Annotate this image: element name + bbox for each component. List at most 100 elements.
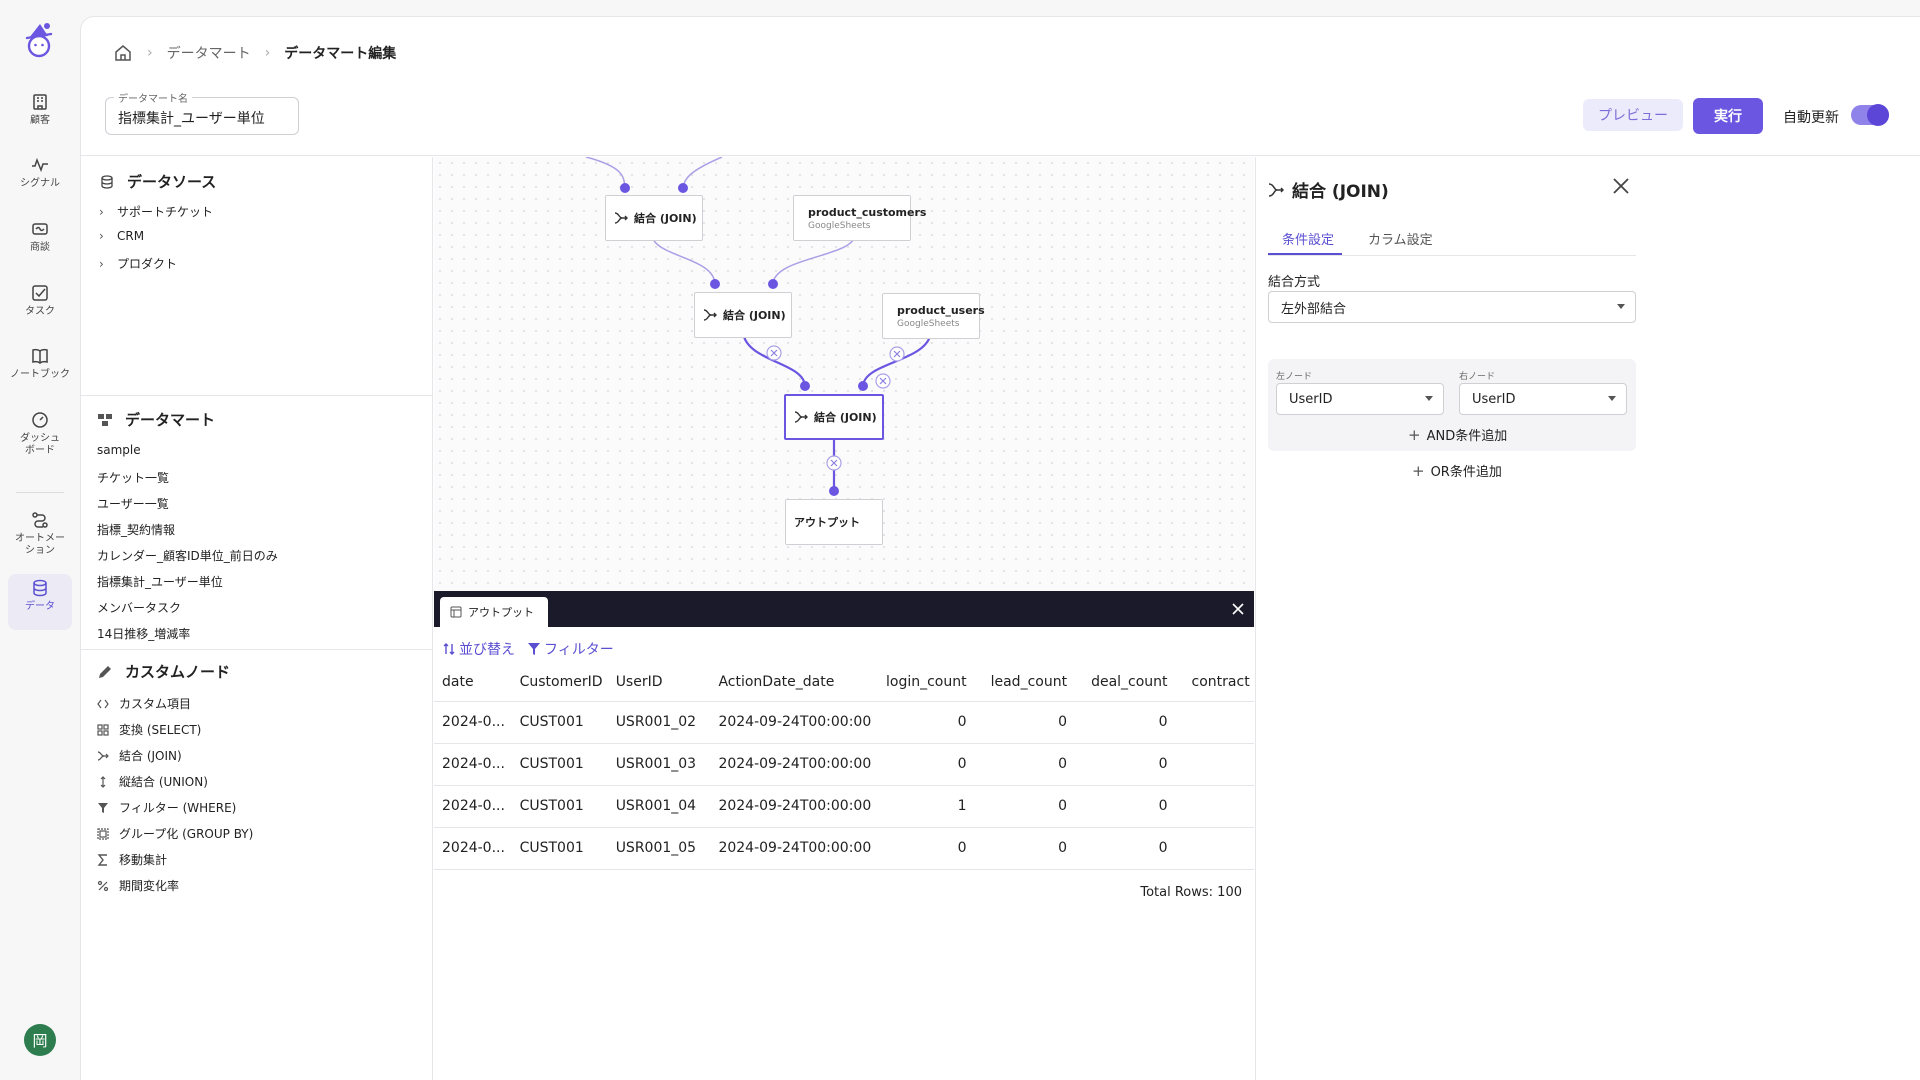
table-cell: 0 bbox=[1083, 785, 1184, 828]
breadcrumb-datamart[interactable]: データマート bbox=[166, 46, 251, 62]
custom-node-select[interactable]: 変換 (SELECT) bbox=[97, 721, 201, 738]
output-toolbar: 並び替え フィルター bbox=[442, 639, 614, 659]
app-logo[interactable] bbox=[21, 20, 59, 60]
table-cell bbox=[1183, 785, 1254, 828]
join-icon bbox=[1268, 182, 1284, 197]
custom-node-moving-aggregate[interactable]: 移動集計 bbox=[97, 851, 167, 868]
table-cell: USR001_02 bbox=[607, 701, 711, 744]
chevron-right-icon: › bbox=[99, 256, 104, 271]
column-header[interactable]: contract bbox=[1183, 663, 1254, 702]
book-icon bbox=[32, 348, 48, 364]
join-node-3-selected[interactable]: 結合 (JOIN) bbox=[784, 394, 884, 440]
table-cell: 0 bbox=[1083, 701, 1184, 744]
left-node-label: 左ノード bbox=[1276, 372, 1313, 382]
sort-button[interactable]: 並び替え bbox=[442, 639, 515, 659]
table-cell: 2024-0... bbox=[434, 743, 512, 786]
sidebar-item-tasks[interactable]: タスク bbox=[8, 279, 72, 322]
left-key-select[interactable]: UserID bbox=[1276, 383, 1444, 415]
datasource-item-crm[interactable]: ›CRM bbox=[99, 229, 145, 243]
custom-node-join[interactable]: 結合 (JOIN) bbox=[97, 747, 182, 764]
left-panel: データソース ›サポートチケット ›CRM ›プロダクト データマート samp… bbox=[81, 157, 433, 1080]
datamart-item[interactable]: 指標_契約情報 bbox=[97, 523, 176, 537]
datamart-item[interactable]: 14日推移_増減率 bbox=[97, 627, 191, 641]
datasource-item-product[interactable]: ›プロダクト bbox=[99, 256, 178, 272]
add-and-condition-button[interactable]: +AND条件追加 bbox=[1408, 425, 1508, 445]
sidebar-item-deals[interactable]: 商談 bbox=[8, 215, 72, 258]
column-header[interactable]: UserID bbox=[607, 663, 711, 702]
datasource-item-support-ticket[interactable]: ›サポートチケット bbox=[99, 204, 214, 220]
custom-node-custom-field[interactable]: カスタム項目 bbox=[97, 695, 191, 712]
custom-node-filter[interactable]: フィルター (WHERE) bbox=[97, 799, 236, 816]
join-type-select[interactable]: 左外部結合 bbox=[1268, 291, 1636, 323]
custom-node-period-change[interactable]: 期間変化率 bbox=[97, 877, 179, 894]
building-icon bbox=[33, 94, 47, 110]
filter-icon bbox=[98, 802, 108, 813]
datamart-name-field[interactable]: データマート名 指標集計_ユーザー単位 bbox=[105, 90, 299, 135]
table-cell: 2024-09-24T00:00:00 bbox=[710, 785, 878, 828]
close-icon[interactable] bbox=[1230, 601, 1246, 617]
datamart-item[interactable]: ユーザー一覧 bbox=[97, 497, 169, 511]
datamart-item[interactable]: メンバータスク bbox=[97, 601, 182, 615]
database-icon bbox=[33, 579, 47, 597]
auto-update-toggle[interactable] bbox=[1851, 104, 1889, 126]
right-key-select[interactable]: UserID bbox=[1459, 383, 1627, 415]
add-or-condition-button[interactable]: +OR条件追加 bbox=[1412, 461, 1502, 481]
run-button[interactable]: 実行 bbox=[1693, 98, 1763, 134]
table-cell: USR001_05 bbox=[607, 827, 711, 870]
datamart-item[interactable]: カレンダー_顧客ID単位_前日のみ bbox=[97, 549, 278, 563]
join-icon bbox=[794, 411, 808, 423]
column-header[interactable]: CustomerID bbox=[511, 663, 608, 702]
column-header[interactable]: login_count bbox=[877, 663, 983, 702]
database-icon bbox=[101, 174, 113, 189]
grid-icon bbox=[97, 723, 109, 736]
table-cell: 0 bbox=[982, 743, 1084, 786]
tab-conditions[interactable]: 条件設定 bbox=[1282, 233, 1335, 248]
column-header[interactable]: deal_count bbox=[1083, 663, 1184, 702]
tab-output[interactable]: アウトプット bbox=[440, 597, 548, 627]
column-header[interactable]: date bbox=[434, 663, 512, 702]
column-header[interactable]: lead_count bbox=[982, 663, 1084, 702]
percent-icon bbox=[97, 880, 109, 891]
sidebar-item-label: シグナル bbox=[20, 178, 60, 189]
custom-node-group-by[interactable]: グループ化 (GROUP BY) bbox=[97, 825, 253, 842]
auto-update-label: 自動更新 bbox=[1783, 110, 1839, 126]
datamart-item[interactable]: sample bbox=[97, 443, 141, 457]
join-node-2[interactable]: 結合 (JOIN) bbox=[694, 292, 792, 338]
sidebar-item-signals[interactable]: シグナル bbox=[8, 151, 72, 194]
chevron-right-icon: › bbox=[264, 45, 271, 61]
table-cell: 2024-09-24T00:00:00 bbox=[710, 743, 878, 786]
total-rows: Total Rows: 100 bbox=[1140, 885, 1242, 900]
union-icon bbox=[100, 775, 106, 788]
join-type-label: 結合方式 bbox=[1268, 275, 1321, 290]
filter-button[interactable]: フィルター bbox=[527, 639, 614, 659]
output-node[interactable]: アウトプット bbox=[785, 499, 883, 545]
sidebar-item-data[interactable]: データ bbox=[8, 574, 72, 630]
check-square-icon bbox=[32, 285, 48, 301]
avatar[interactable]: 岡 bbox=[24, 1024, 56, 1056]
table-cell: 0 bbox=[1083, 743, 1184, 786]
close-icon[interactable] bbox=[1612, 177, 1630, 195]
table-cell: CUST001 bbox=[511, 743, 608, 786]
pencil-icon bbox=[99, 665, 111, 678]
custom-node-union[interactable]: 縦結合 (UNION) bbox=[97, 773, 208, 790]
preview-button[interactable]: プレビュー bbox=[1583, 99, 1683, 131]
datamart-item[interactable]: 指標集計_ユーザー単位 bbox=[97, 575, 223, 589]
column-header[interactable]: ActionDate_date bbox=[710, 663, 878, 702]
toggle-knob bbox=[1867, 104, 1889, 126]
tab-columns[interactable]: カラム設定 bbox=[1368, 233, 1433, 248]
table-cell: 0 bbox=[1083, 827, 1184, 870]
join-node-1[interactable]: 結合 (JOIN) bbox=[605, 195, 703, 241]
plus-icon: + bbox=[1412, 461, 1425, 480]
datamart-item[interactable]: チケット一覧 bbox=[97, 471, 170, 485]
home-icon[interactable] bbox=[113, 43, 133, 63]
sidebar-item-notebook[interactable]: ノートブック bbox=[8, 342, 72, 385]
sidebar-item-customers[interactable]: 顧客 bbox=[8, 88, 72, 131]
sidebar-item-dashboard[interactable]: ダッシュボード bbox=[8, 406, 72, 461]
table-cell bbox=[1183, 701, 1254, 744]
sidebar-item-automation[interactable]: オートメーション bbox=[8, 506, 72, 561]
